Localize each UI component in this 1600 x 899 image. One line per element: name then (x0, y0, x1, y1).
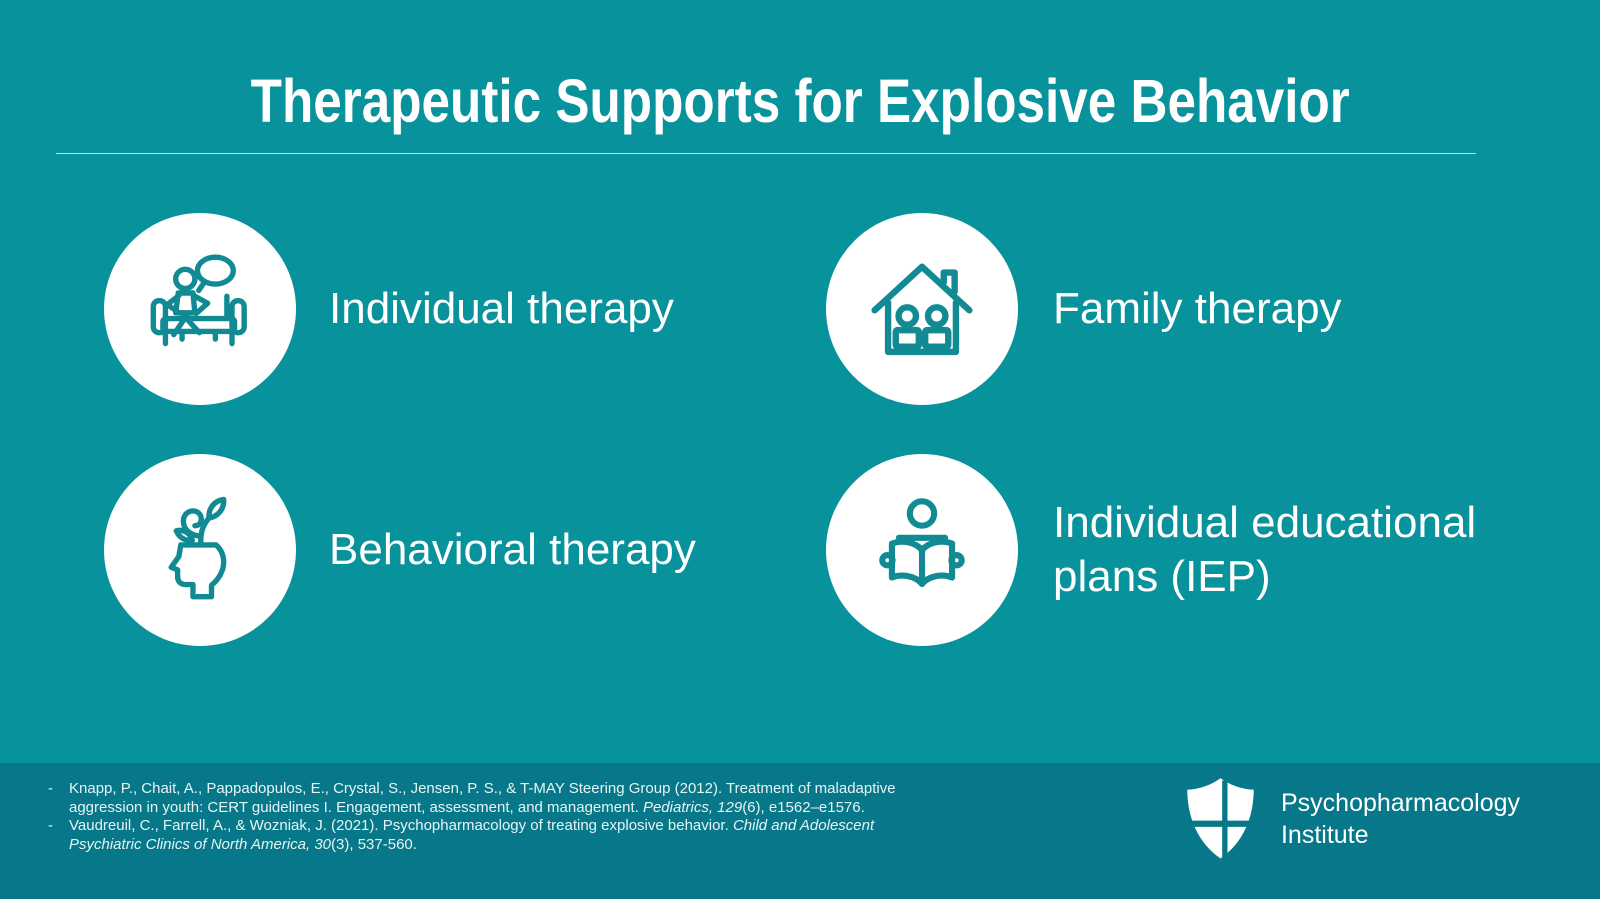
logo-line1: Psychopharmacology (1280, 788, 1520, 817)
icon-circle (104, 454, 296, 646)
reference-bullet: - (48, 780, 53, 797)
footer-band: - Knapp, P., Chait, A., Pappadopulos, E.… (0, 763, 1600, 899)
item-label: Family therapy (1053, 284, 1342, 334)
item-label: Individual educational plans (IEP) (1053, 498, 1477, 601)
title-underline (56, 153, 1476, 154)
item-family-therapy: Family therapy (826, 213, 1342, 405)
reference-text: Knapp, P., Chait, A., Pappadopulos, E., … (69, 780, 896, 816)
icon-circle (826, 213, 1018, 405)
reference-text: Vaudreuil, C., Farrell, A., & Wozniak, J… (69, 817, 875, 853)
shield-cross-icon (1187, 778, 1254, 859)
psychopharmacology-institute-logo: Psychopharmacology Institute (1182, 776, 1520, 861)
family-house-icon (871, 263, 973, 356)
item-behavioral-therapy: Behavioral therapy (104, 454, 696, 646)
reference-bullet: - (48, 817, 53, 835)
item-individual-educational-plans: Individual educational plans (IEP) (826, 454, 1533, 646)
person-reading-icon (879, 498, 965, 587)
page-title: Therapeutic Supports for Explosive Behav… (250, 67, 1350, 135)
icon-circle (104, 213, 296, 405)
logo-line2: Institute (1280, 820, 1369, 849)
item-individual-therapy: Individual therapy (104, 213, 674, 405)
logo-text: Psychopharmacology Institute (1281, 787, 1520, 851)
mind-growth-icon (168, 496, 227, 600)
reference-item: - Knapp, P., Chait, A., Pappadopulos, E.… (48, 780, 896, 817)
icon-circle (826, 454, 1018, 646)
item-label: Behavioral therapy (329, 525, 696, 575)
item-label: Individual therapy (329, 284, 674, 334)
reference-item: - Vaudreuil, C., Farrell, A., & Wozniak,… (48, 817, 896, 854)
counseling-couch-speech-icon (150, 254, 247, 347)
page-title-zone: Therapeutic Supports for Explosive Behav… (0, 66, 1600, 136)
references-list: - Knapp, P., Chait, A., Pappadopulos, E.… (48, 780, 896, 854)
